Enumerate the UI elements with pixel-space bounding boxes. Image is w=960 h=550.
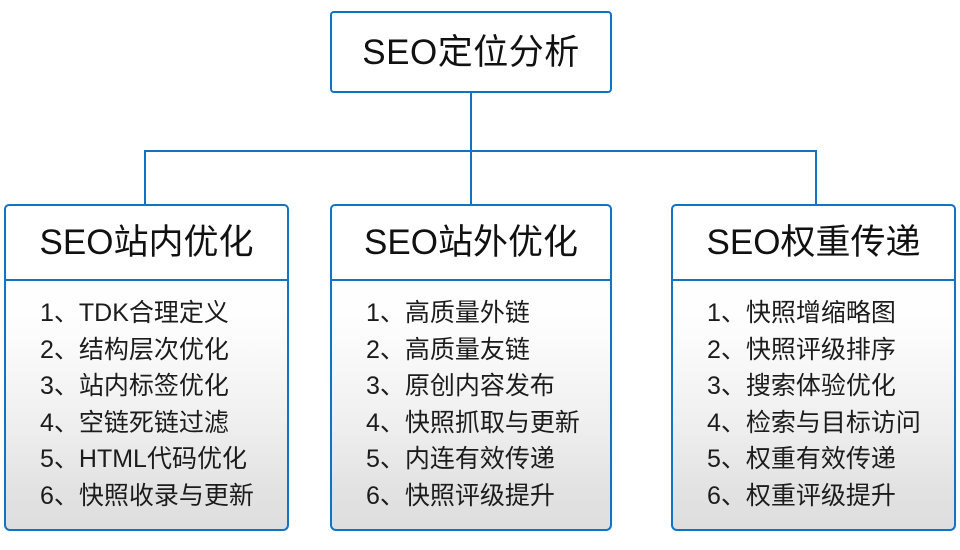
- list-item-text: 权重有效传递: [745, 445, 896, 473]
- list-item-text: HTML代码优化: [78, 445, 247, 473]
- list-item: 2、结构层次优化: [40, 332, 287, 369]
- list-item-text: 空链死链过滤: [78, 408, 229, 437]
- list-item-index: 1、: [40, 299, 79, 327]
- branch-column-2: SEO站外优化 1、高质量外链 2、高质量友链 3、原创内容发布 4、快照抓取与…: [330, 204, 612, 531]
- list-item-index: 4、: [707, 408, 746, 437]
- list-item-index: 5、: [366, 445, 405, 473]
- connector-horizontal-bus: [144, 150, 817, 152]
- list-item-text: 高质量外链: [404, 299, 530, 327]
- list-item: 5、内连有效传递: [366, 441, 610, 478]
- list-item-text: 原创内容发布: [404, 372, 555, 400]
- list-item-index: 1、: [707, 299, 746, 327]
- branch-2-header-label: SEO站外优化: [364, 223, 578, 262]
- list-item-index: 4、: [366, 408, 405, 437]
- connector-branch-1-vertical: [144, 150, 146, 205]
- list-item: 2、快照评级排序: [707, 332, 954, 369]
- list-item-index: 5、: [40, 445, 79, 473]
- list-item: 3、站内标签优化: [40, 368, 287, 405]
- list-item-index: 2、: [707, 335, 746, 364]
- connector-root-vertical: [470, 93, 472, 152]
- list-item-index: 2、: [366, 335, 405, 364]
- list-item-text: 快照抓取与更新: [404, 408, 580, 437]
- root-node-label: SEO定位分析: [362, 32, 580, 72]
- list-item-text: 搜索体验优化: [745, 372, 896, 400]
- list-item-index: 2、: [40, 335, 79, 364]
- list-item-index: 3、: [707, 372, 746, 400]
- list-item-index: 6、: [40, 481, 79, 510]
- list-item: 4、快照抓取与更新: [366, 405, 610, 442]
- list-item: 1、TDK合理定义: [40, 295, 287, 332]
- list-item-index: 6、: [366, 481, 405, 510]
- list-item-text: 快照增缩略图: [745, 299, 896, 327]
- branch-3-body: 1、快照增缩略图 2、快照评级排序 3、搜索体验优化 4、检索与目标访问 5、权…: [671, 281, 956, 531]
- branch-2-header: SEO站外优化: [330, 204, 612, 281]
- list-item: 1、快照增缩略图: [707, 295, 954, 332]
- list-item: 4、空链死链过滤: [40, 405, 287, 442]
- root-node: SEO定位分析: [330, 11, 612, 93]
- branch-3-header-label: SEO权重传递: [706, 223, 921, 262]
- list-item: 1、高质量外链: [366, 295, 610, 332]
- branch-column-3: SEO权重传递 1、快照增缩略图 2、快照评级排序 3、搜索体验优化 4、检索与…: [671, 204, 956, 531]
- list-item-text: 站内标签优化: [78, 372, 229, 400]
- list-item: 3、搜索体验优化: [707, 368, 954, 405]
- list-item-text: TDK合理定义: [78, 299, 229, 327]
- list-item: 3、原创内容发布: [366, 368, 610, 405]
- list-item-text: 快照收录与更新: [78, 481, 254, 510]
- branch-3-header: SEO权重传递: [671, 204, 956, 281]
- branch-column-1: SEO站内优化 1、TDK合理定义 2、结构层次优化 3、站内标签优化 4、空链…: [4, 204, 289, 531]
- list-item-index: 6、: [707, 481, 746, 510]
- list-item-index: 5、: [707, 445, 746, 473]
- list-item-index: 4、: [40, 408, 79, 437]
- list-item: 6、快照收录与更新: [40, 478, 287, 515]
- list-item-text: 权重评级提升: [745, 481, 896, 510]
- list-item-index: 1、: [366, 299, 405, 327]
- list-item-text: 内连有效传递: [404, 445, 555, 473]
- branch-1-header-label: SEO站内优化: [39, 223, 254, 262]
- list-item: 6、快照评级提升: [366, 478, 610, 515]
- list-item-index: 3、: [366, 372, 405, 400]
- list-item: 5、权重有效传递: [707, 441, 954, 478]
- branch-1-header: SEO站内优化: [4, 204, 289, 281]
- list-item: 5、HTML代码优化: [40, 441, 287, 478]
- list-item: 2、高质量友链: [366, 332, 610, 369]
- list-item-index: 3、: [40, 372, 79, 400]
- list-item-text: 结构层次优化: [78, 335, 229, 364]
- branch-1-body: 1、TDK合理定义 2、结构层次优化 3、站内标签优化 4、空链死链过滤 5、H…: [4, 281, 289, 531]
- branch-2-body: 1、高质量外链 2、高质量友链 3、原创内容发布 4、快照抓取与更新 5、内连有…: [330, 281, 612, 531]
- connector-branch-2-vertical: [470, 150, 472, 205]
- list-item: 4、检索与目标访问: [707, 405, 954, 442]
- list-item-text: 检索与目标访问: [745, 408, 921, 437]
- list-item: 6、权重评级提升: [707, 478, 954, 515]
- list-item-text: 高质量友链: [404, 335, 530, 364]
- connector-branch-3-vertical: [815, 150, 817, 205]
- list-item-text: 快照评级排序: [745, 335, 896, 364]
- list-item-text: 快照评级提升: [404, 481, 555, 510]
